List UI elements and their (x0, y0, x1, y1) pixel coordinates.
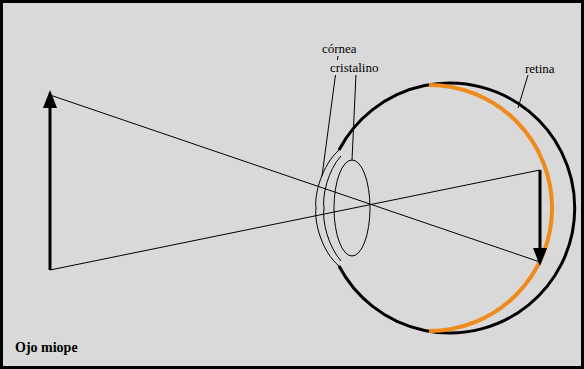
light-ray (50, 170, 540, 270)
object-arrow (49, 104, 52, 270)
image-arrowhead (533, 248, 547, 266)
part-label: retina (525, 61, 555, 76)
leader-line (518, 75, 528, 108)
retina-layer (429, 85, 552, 331)
image-arrow (539, 170, 542, 252)
figure-title: Ojo miope (15, 340, 78, 355)
part-label: cristalino (329, 60, 379, 75)
leader-line (352, 74, 356, 160)
cornea-inner (324, 156, 341, 261)
part-label: córnea (322, 41, 357, 56)
object-arrowhead (43, 90, 57, 108)
eye-illustration (3, 3, 581, 366)
cornea-outer (316, 150, 339, 266)
eyeball-outline (339, 83, 575, 333)
light-ray (50, 95, 540, 262)
